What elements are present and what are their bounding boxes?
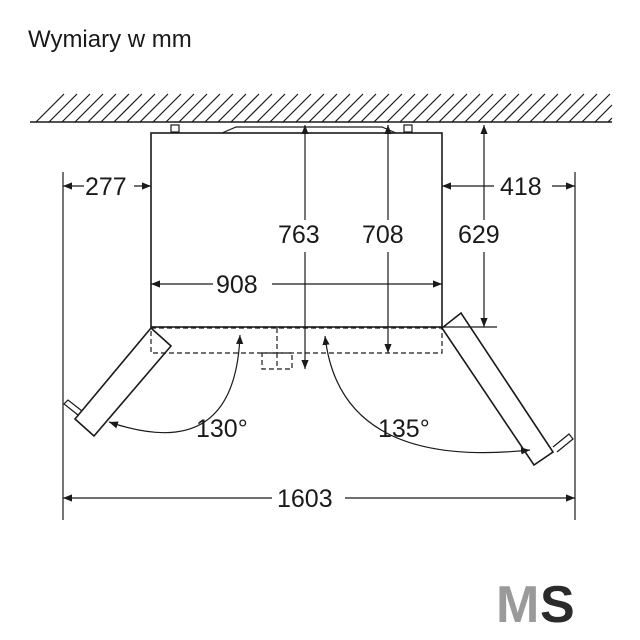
right-swing-arc (322, 335, 531, 455)
angle-label-130: 130° (196, 415, 248, 443)
dim-label-1603: 1603 (277, 485, 333, 513)
page-title: Wymiary w mm (28, 26, 192, 53)
fridge-top-fittings (170, 124, 413, 134)
left-door-open (63, 326, 173, 438)
dim-label-763: 763 (278, 221, 320, 249)
angle-label-135: 135° (378, 415, 430, 443)
left-swing-arc (108, 334, 244, 434)
fridge-body (150, 132, 443, 328)
dim-label-908: 908 (216, 271, 258, 299)
dim-label-277: 277 (85, 173, 127, 201)
dim-label-708: 708 (362, 221, 404, 249)
wall-hatch (30, 93, 613, 123)
ms-logo: M S (496, 576, 575, 634)
extension-lines (62, 172, 576, 520)
closed-door-outline (150, 327, 443, 370)
right-door-open (440, 311, 574, 467)
dim-label-629: 629 (458, 221, 500, 249)
svg-text:M: M (496, 576, 539, 634)
dim-label-418: 418 (500, 173, 542, 201)
svg-text:S: S (540, 576, 575, 634)
